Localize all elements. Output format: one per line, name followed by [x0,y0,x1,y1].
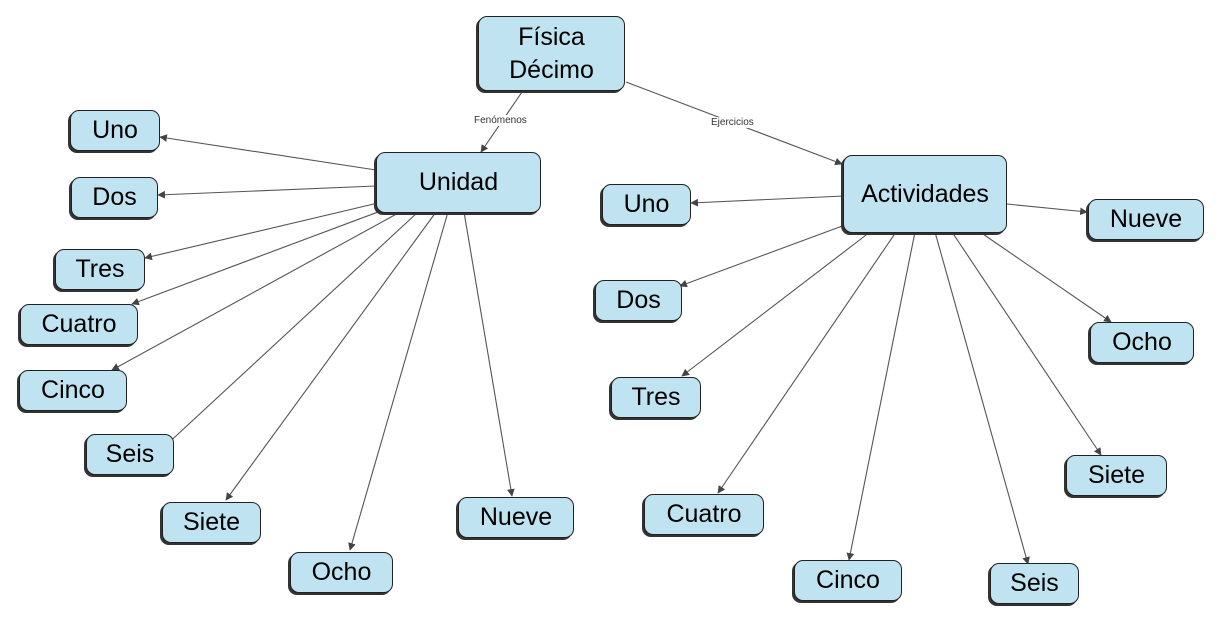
node-unidad-nueve[interactable]: Nueve [458,497,574,538]
edge-unidad-cuatro [131,208,387,306]
edge-unidad-ocho [348,211,449,551]
edge-act-uno [690,195,845,207]
edge-act-nueve [1006,203,1088,216]
node-act-ocho[interactable]: Ocho [1090,322,1194,363]
node-act-siete[interactable]: Siete [1066,455,1167,496]
edge-unidad-tres [144,202,379,261]
node-act-cuatro[interactable]: Cuatro [644,494,764,535]
node-unidad-cuatro[interactable]: Cuatro [20,304,138,345]
node-act-cinco[interactable]: Cinco [794,560,902,601]
edge-unidad-cinco [111,210,403,371]
node-act-nueve[interactable]: Nueve [1088,199,1204,240]
edge-unidad-nueve [463,211,515,497]
node-unidad-dos[interactable]: Dos [71,177,158,218]
edge-unidad-dos [157,185,377,199]
node-unidad-seis[interactable]: Seis [86,434,174,475]
edge-act-cuatro [717,231,897,494]
node-act-tres[interactable]: Tres [611,377,701,418]
edge-unidad-siete [225,211,437,501]
edge-unidad-seis [149,211,419,461]
node-fisica-decimo[interactable]: Física Décimo [478,16,625,91]
edge-act-ocho [979,231,1112,323]
root-line2: Décimo [509,55,594,84]
link-label-ejercicios: Ejercicios [709,117,756,128]
node-unidad-siete[interactable]: Siete [162,502,261,543]
edge-act-cinco [846,231,916,561]
node-act-seis[interactable]: Seis [990,563,1079,604]
edge-act-siete [951,231,1102,456]
edge-act-tres [681,231,871,377]
node-actividades[interactable]: Actividades [843,155,1007,233]
node-unidad-tres[interactable]: Tres [55,249,145,290]
node-unidad-ocho[interactable]: Ocho [290,552,393,593]
node-unidad-uno[interactable]: Uno [70,110,160,151]
node-act-uno[interactable]: Uno [602,184,691,225]
edge-act-seis [934,231,1030,565]
node-unidad[interactable]: Unidad [376,152,541,213]
link-label-fenomenos: Fenómenos [472,115,529,126]
edge-act-dos [679,224,846,288]
node-act-dos[interactable]: Dos [595,280,682,321]
root-line1: Física [518,23,585,51]
edge-unidad-uno [159,134,377,171]
node-unidad-cinco[interactable]: Cinco [19,370,127,411]
